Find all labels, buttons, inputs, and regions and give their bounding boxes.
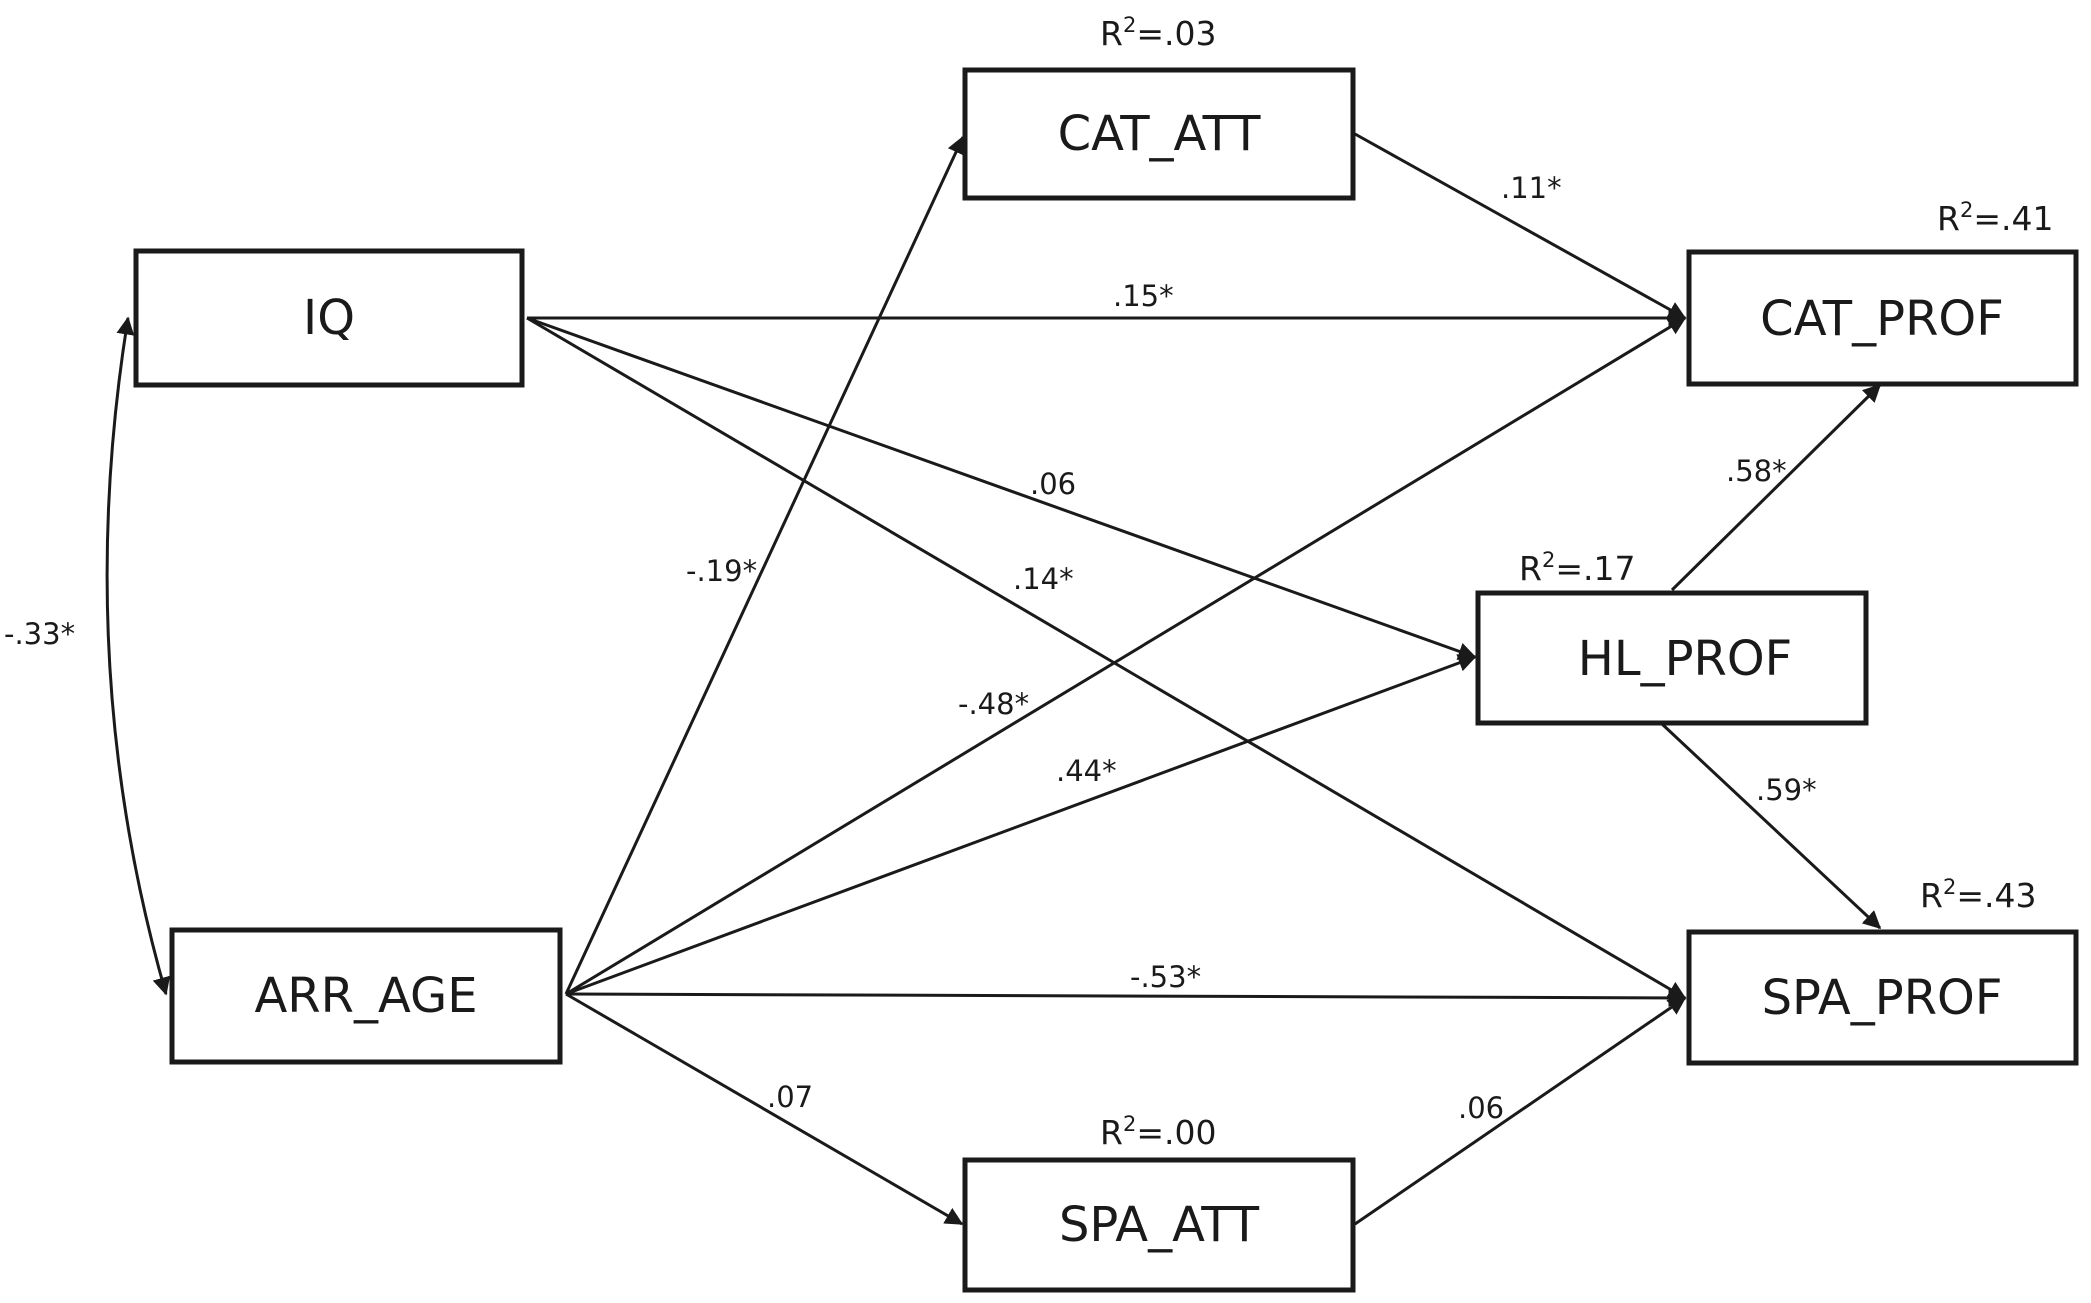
- coef-iq-hl-prof: .06: [1030, 467, 1076, 501]
- edge-iq-hl-prof: [526, 316, 1477, 660]
- node-hl-prof-label: HL_PROF: [1578, 631, 1793, 687]
- r2-spa-att: R2=.00: [1100, 1112, 1216, 1152]
- coef-cat-att-cat-prof: .11*: [1501, 171, 1562, 205]
- r2-cat-prof: R2=.41: [1937, 198, 2053, 238]
- r2-spa-prof: R2=.43: [1920, 875, 2036, 915]
- coef-arr-spa-att: .07: [767, 1080, 813, 1114]
- node-arr-age: ARR_AGE: [169, 927, 563, 1065]
- coef-iq-cat-prof: .15*: [1113, 279, 1174, 313]
- edge-arr-hl-prof: [565, 654, 1477, 996]
- node-spa-prof-label: SPA_PROF: [1762, 970, 2003, 1026]
- edge-cat-att-cat-prof: [1354, 132, 1687, 320]
- edge-arr-cat-prof: [565, 316, 1687, 996]
- node-iq-label: IQ: [303, 290, 355, 346]
- r2-cat-att: R2=.03: [1100, 13, 1216, 53]
- coef-hl-spa-prof: .59*: [1756, 773, 1817, 807]
- edge-hl-spa-prof: [1660, 722, 1882, 930]
- edge-iq-arr-age: [105, 316, 171, 996]
- node-iq: IQ: [133, 248, 525, 388]
- edge-iq-spa-prof: [526, 316, 1687, 1000]
- edge-hl-cat-prof: [1670, 383, 1882, 592]
- coef-iq-arr-age: -.33*: [4, 617, 75, 651]
- node-spa-att-label: SPA_ATT: [1059, 1197, 1260, 1253]
- node-cat-prof: CAT_PROF R2=.41: [1686, 198, 2079, 387]
- coef-iq-spa-prof: .14*: [1013, 562, 1074, 596]
- coef-arr-spa-prof: -.53*: [1130, 960, 1201, 994]
- edge-spa-att-spa-prof: [1354, 996, 1687, 1226]
- edge-arr-cat-att: [564, 135, 965, 995]
- node-cat-att-label: CAT_ATT: [1058, 106, 1262, 162]
- coef-hl-cat-prof: .58*: [1726, 454, 1787, 488]
- r2-hl-prof: R2=.17: [1519, 548, 1635, 588]
- node-hl-prof: HL_PROF R2=.17: [1475, 548, 1869, 726]
- edge-arr-spa-att: [565, 992, 964, 1226]
- coef-arr-hl-prof: .44*: [1056, 754, 1117, 788]
- node-spa-att: SPA_ATT R2=.00: [962, 1112, 1356, 1293]
- coef-spa-att-spa-prof: .06: [1458, 1091, 1504, 1125]
- node-cat-att: CAT_ATT R2=.03: [962, 13, 1356, 201]
- node-cat-prof-label: CAT_PROF: [1760, 291, 2004, 347]
- node-arr-age-label: ARR_AGE: [254, 968, 477, 1024]
- node-spa-prof: SPA_PROF R2=.43: [1686, 875, 2079, 1066]
- coef-arr-cat-prof: -.48*: [958, 687, 1029, 721]
- coef-arr-cat-att: -.19*: [686, 554, 757, 588]
- edge-arr-spa-prof: [565, 988, 1687, 1007]
